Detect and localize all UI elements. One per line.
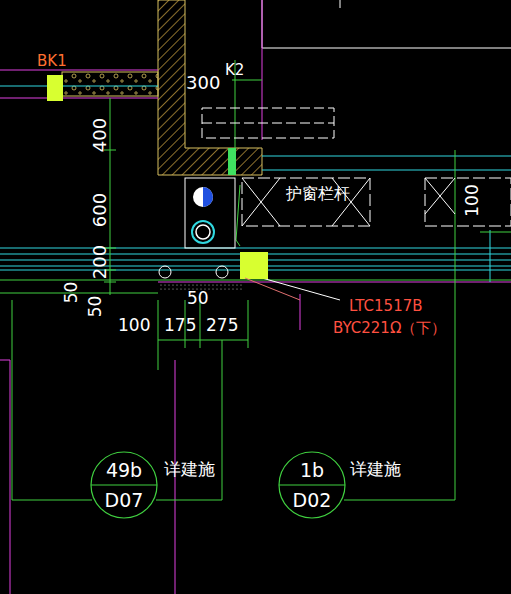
dimension-label: 275	[206, 317, 238, 334]
detail-index-circle: 1bD02	[278, 451, 346, 519]
sheet-number: D02	[293, 491, 332, 510]
dimension-label: 详建施	[350, 461, 401, 478]
dimension-label: BK1	[37, 54, 67, 69]
dimension-label: BYC221Ω（下）	[333, 321, 446, 336]
dimension-label: 300	[186, 74, 220, 92]
dimension-label: 100	[118, 317, 150, 334]
dimension-label: 详建施	[164, 461, 215, 478]
dimension-label: 200	[91, 245, 109, 279]
detail-number: 1b	[300, 461, 324, 480]
dimension-label: 50	[187, 290, 209, 307]
detail-number: 49b	[106, 461, 142, 480]
dimension-label: K2	[225, 63, 244, 78]
sheet-number: D07	[105, 491, 144, 510]
dimension-label: LTC1517B	[349, 299, 423, 314]
dimension-label: 50	[63, 281, 80, 303]
dimension-label: 175	[164, 317, 196, 334]
dimension-label: 600	[91, 193, 109, 227]
dimension-label: 50	[87, 295, 104, 317]
dimension-label: 100	[463, 184, 480, 216]
dimension-label: 护窗栏杆	[286, 186, 350, 202]
dimension-label: 400	[91, 118, 109, 152]
detail-index-circle: 49bD07	[90, 451, 158, 519]
